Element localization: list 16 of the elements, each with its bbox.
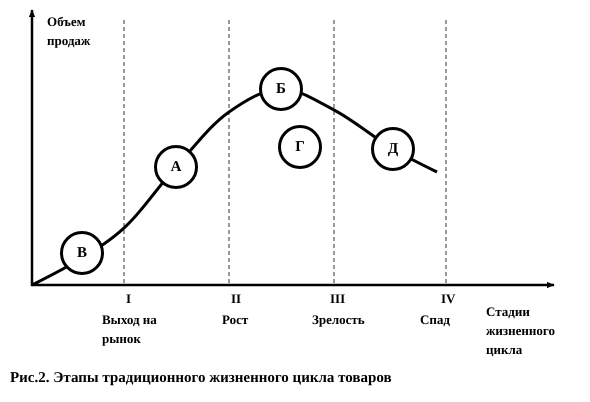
stage-name: Выход на рынок — [102, 311, 158, 348]
stage-name: Зрелость — [312, 311, 365, 329]
stage-number: II — [231, 290, 242, 308]
stage-number: III — [330, 290, 346, 308]
axis-label: Объем продаж — [47, 13, 92, 50]
caption: Рис.2. Этапы традиционного жизненного цикла товаров — [10, 370, 392, 387]
stage-number: I — [126, 290, 132, 308]
stage-circle: Г — [278, 125, 322, 169]
stage-number: IV — [441, 290, 456, 308]
stage-circle: Д — [371, 127, 415, 171]
stage-circle: Б — [259, 67, 303, 111]
stage-circle: А — [154, 145, 198, 189]
stage-name: Спад — [420, 311, 450, 329]
stage-circle: В — [60, 231, 104, 275]
axis-label: Стадии жизненного цикла — [486, 303, 556, 359]
stage-name: Рост — [222, 311, 248, 329]
